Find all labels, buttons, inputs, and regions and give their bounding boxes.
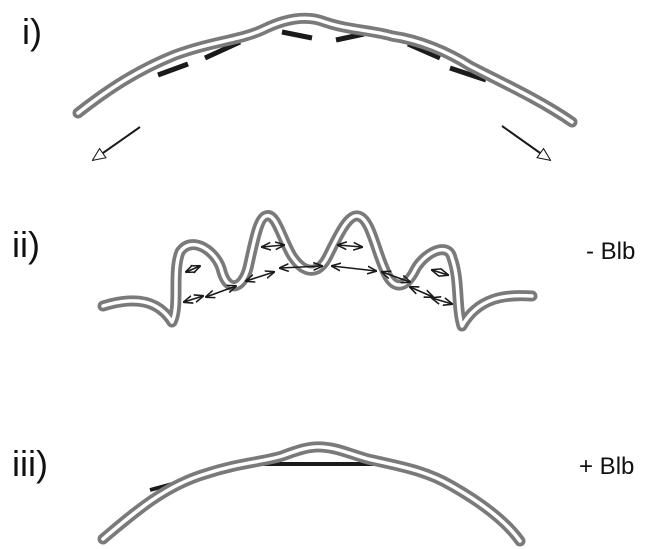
panel-i-linkers [158, 32, 486, 80]
condition-plus-blb: + Blb [579, 453, 634, 480]
double-arrow [338, 245, 362, 247]
linker-segment [282, 32, 312, 38]
membrane-outer [103, 447, 520, 541]
membrane-outer [78, 18, 572, 122]
panel-i-label: i) [22, 11, 42, 52]
panel-iii: iii) + Blb [12, 443, 634, 541]
panel-ii-membrane [103, 216, 532, 326]
panel-iii-label: iii) [12, 443, 48, 484]
outward-arrow-left [93, 127, 140, 160]
double-arrow [184, 296, 203, 302]
panel-i-membrane [78, 18, 572, 122]
condition-minus-blb: - Blb [586, 238, 635, 265]
double-arrow [332, 266, 376, 271]
double-arrow [432, 270, 448, 275]
double-arrow [262, 245, 284, 247]
panel-i: i) [22, 11, 572, 160]
membrane-outer [103, 216, 532, 326]
double-arrow [206, 286, 236, 297]
panel-ii-label: ii) [12, 224, 40, 265]
double-arrow [410, 287, 433, 297]
double-arrow [432, 298, 452, 304]
panel-iii-membrane [103, 447, 520, 541]
panel-ii: ii) - Blb [12, 216, 635, 326]
outward-arrow-right [502, 126, 550, 160]
double-arrow [186, 266, 200, 272]
